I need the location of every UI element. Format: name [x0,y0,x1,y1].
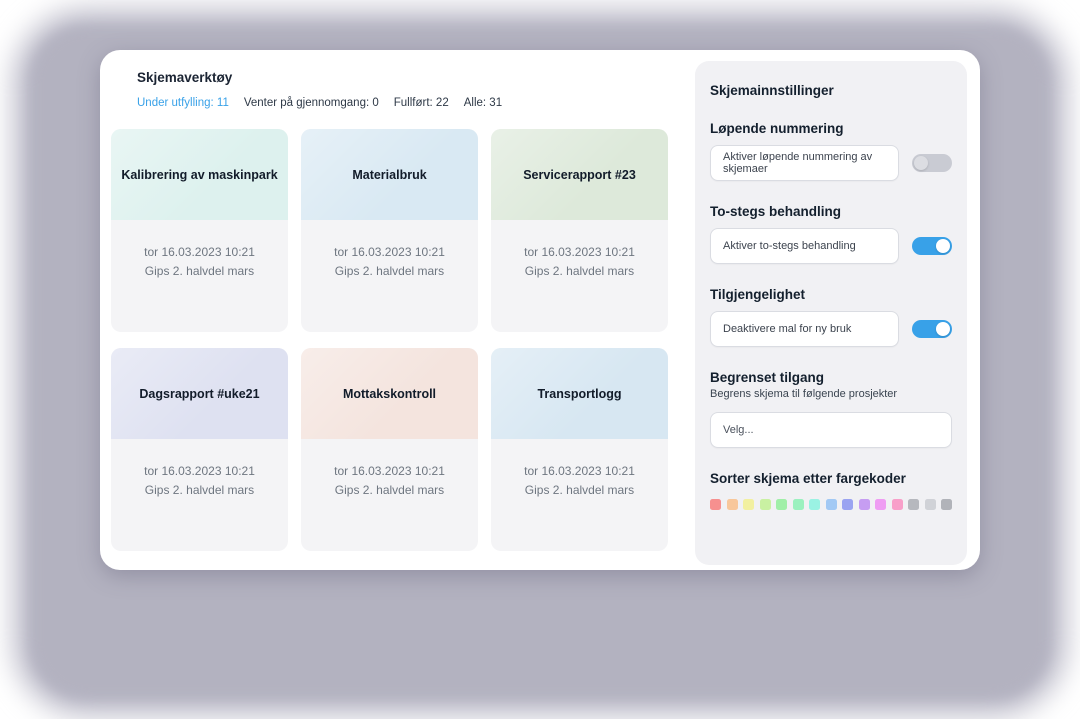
card-header: Servicerapport #23 [491,129,668,220]
availability-row: Deaktivere mal for ny bruk [710,311,952,347]
color-swatch[interactable] [792,499,804,510]
toggle-knob [914,156,928,170]
card-date: tor 16.03.2023 10:21 [144,464,255,478]
card-project: Gips 2. halvdel mars [144,263,255,278]
form-card-materialbruk[interactable]: Materialbruk tor 16.03.2023 10:21 Gips 2… [301,129,478,332]
card-project: Gips 2. halvdel mars [524,482,635,497]
color-swatch[interactable] [825,499,837,510]
form-card-grid: Kalibrering av maskinpark tor 16.03.2023… [111,129,668,551]
card-title: Servicerapport #23 [523,167,636,182]
settings-title: Skjemainnstillinger [710,83,834,98]
card-project: Gips 2. halvdel mars [334,263,445,278]
app-window: Skjemaverktøy Under utfylling: 11 Venter… [100,50,980,570]
card-date: tor 16.03.2023 10:21 [524,245,635,259]
card-meta: tor 16.03.2023 10:21 Gips 2. halvdel mar… [301,439,478,499]
tab-fullfort[interactable]: Fullført: 22 [393,97,449,109]
twostep-label-box: Aktiver to-stegs behandling [710,228,899,264]
card-header: Dagsrapport #uke21 [111,348,288,439]
color-swatch[interactable] [875,499,886,510]
card-header: Kalibrering av maskinpark [111,129,288,220]
availability-label-box: Deaktivere mal for ny bruk [710,311,899,347]
card-title: Transportlogg [537,386,622,401]
numbering-heading: Løpende nummering [710,121,844,136]
card-date: tor 16.03.2023 10:21 [144,245,255,259]
tab-alle[interactable]: Alle: 31 [463,97,503,109]
numbering-toggle[interactable] [912,154,952,172]
twostep-row: Aktiver to-stegs behandling [710,228,952,264]
card-date: tor 16.03.2023 10:21 [334,464,445,478]
form-card-mottakskontroll[interactable]: Mottakskontroll tor 16.03.2023 10:21 Gip… [301,348,478,551]
card-header: Transportlogg [491,348,668,439]
form-card-kalibrering[interactable]: Kalibrering av maskinpark tor 16.03.2023… [111,129,288,332]
card-meta: tor 16.03.2023 10:21 Gips 2. halvdel mar… [491,439,668,499]
card-title: Materialbruk [352,167,427,182]
restricted-subtext: Begrens skjema til følgende prosjekter [710,388,898,400]
form-card-transportlogg[interactable]: Transportlogg tor 16.03.2023 10:21 Gips … [491,348,668,551]
settings-panel: Skjemainnstillinger Løpende nummering Ak… [695,61,967,565]
color-swatch[interactable] [858,499,870,510]
color-swatch[interactable] [891,499,903,510]
form-card-dagsrapport[interactable]: Dagsrapport #uke21 tor 16.03.2023 10:21 … [111,348,288,551]
twostep-toggle[interactable] [912,237,952,255]
project-select[interactable]: Velg... [710,412,952,448]
color-swatch[interactable] [743,499,754,510]
color-swatch[interactable] [941,499,952,510]
card-project: Gips 2. halvdel mars [334,482,445,497]
availability-toggle[interactable] [912,320,952,338]
color-swatch[interactable] [710,499,721,510]
card-meta: tor 16.03.2023 10:21 Gips 2. halvdel mar… [111,220,288,280]
card-date: tor 16.03.2023 10:21 [524,464,635,478]
color-swatch[interactable] [726,499,738,510]
restricted-heading: Begrenset tilgang [710,370,825,385]
tab-under-utfylling[interactable]: Under utfylling: 11 [137,97,229,109]
card-meta: tor 16.03.2023 10:21 Gips 2. halvdel mar… [111,439,288,499]
color-swatch[interactable] [759,499,771,510]
card-project: Gips 2. halvdel mars [524,263,635,278]
toggle-knob [936,322,950,336]
twostep-heading: To-stegs behandling [710,204,841,219]
card-project: Gips 2. halvdel mars [144,482,255,497]
form-card-servicerapport[interactable]: Servicerapport #23 tor 16.03.2023 10:21 … [491,129,668,332]
color-swatch[interactable] [908,499,919,510]
card-date: tor 16.03.2023 10:21 [334,245,445,259]
card-title: Mottakskontroll [342,386,437,401]
color-swatch[interactable] [924,499,936,510]
card-title: Dagsrapport #uke21 [139,386,260,401]
card-header: Materialbruk [301,129,478,220]
toggle-knob [936,239,950,253]
colorsort-heading: Sorter skjema etter fargekoder [710,471,906,486]
card-title: Kalibrering av maskinpark [121,167,278,182]
numbering-label-box: Aktiver løpende nummering av skjemaer [710,145,899,181]
card-meta: tor 16.03.2023 10:21 Gips 2. halvdel mar… [301,220,478,280]
color-swatch[interactable] [776,499,787,510]
availability-heading: Tilgjengelighet [710,287,806,302]
tab-venter-pa-gjennomgang[interactable]: Venter på gjennomgang: 0 [243,97,379,109]
card-meta: tor 16.03.2023 10:21 Gips 2. halvdel mar… [491,220,668,280]
numbering-row: Aktiver løpende nummering av skjemaer [710,145,952,181]
color-swatch[interactable] [842,499,853,510]
status-tabs: Under utfylling: 11 Venter på gjennomgan… [137,97,502,109]
page-title: Skjemaverktøy [137,70,233,85]
card-header: Mottakskontroll [301,348,478,439]
color-swatch-row [710,499,952,510]
color-swatch[interactable] [809,499,820,510]
